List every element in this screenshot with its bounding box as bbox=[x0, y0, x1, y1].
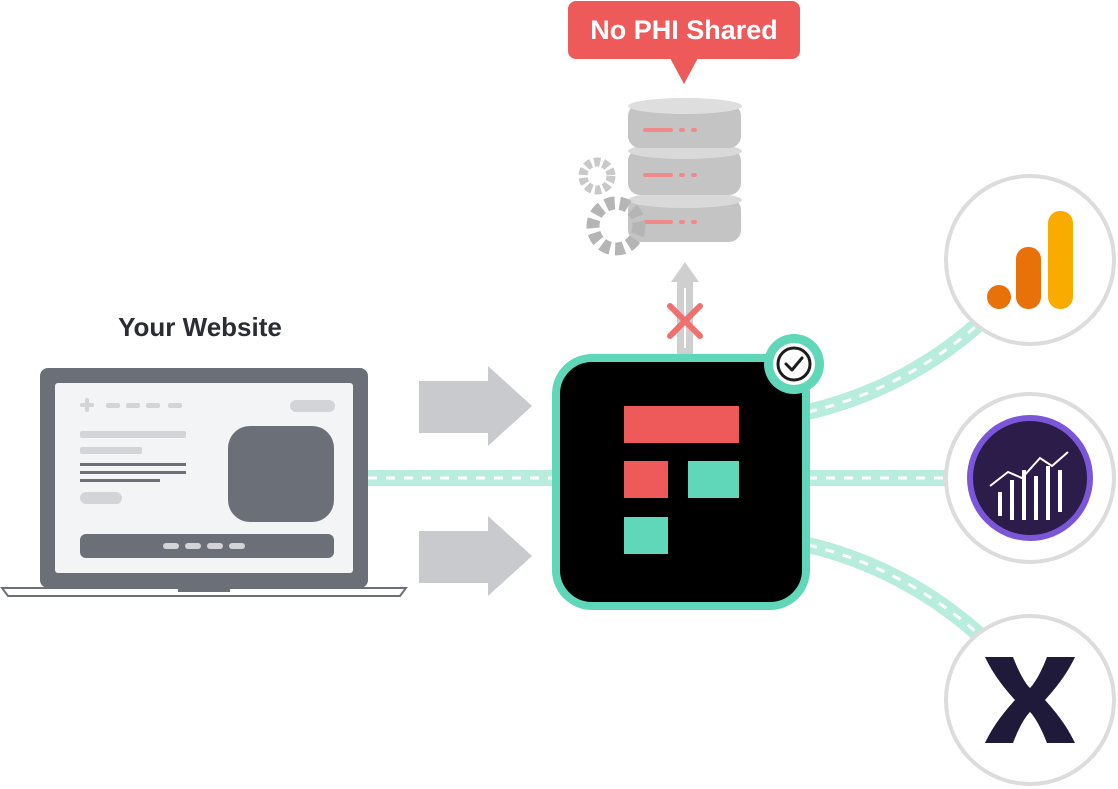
connector-lines bbox=[368, 312, 991, 646]
laptop-icon bbox=[0, 368, 408, 597]
gear-icon bbox=[586, 196, 646, 256]
source-label: Your Website bbox=[118, 312, 282, 342]
flow-arrow-icon bbox=[419, 516, 532, 596]
flow-arrow-icon bbox=[419, 366, 532, 446]
hub-logo-icon bbox=[552, 354, 810, 610]
verified-check-icon bbox=[764, 334, 824, 394]
x-cross-logo-icon bbox=[944, 614, 1116, 786]
database-icon bbox=[628, 98, 742, 242]
adobe-analytics-logo-icon bbox=[944, 392, 1116, 564]
badge-pointer bbox=[670, 58, 698, 84]
blocked-x-icon bbox=[667, 303, 703, 339]
no-phi-badge: No PHI Shared bbox=[568, 1, 800, 59]
gear-icon bbox=[578, 157, 616, 195]
google-analytics-logo-icon bbox=[944, 174, 1116, 346]
